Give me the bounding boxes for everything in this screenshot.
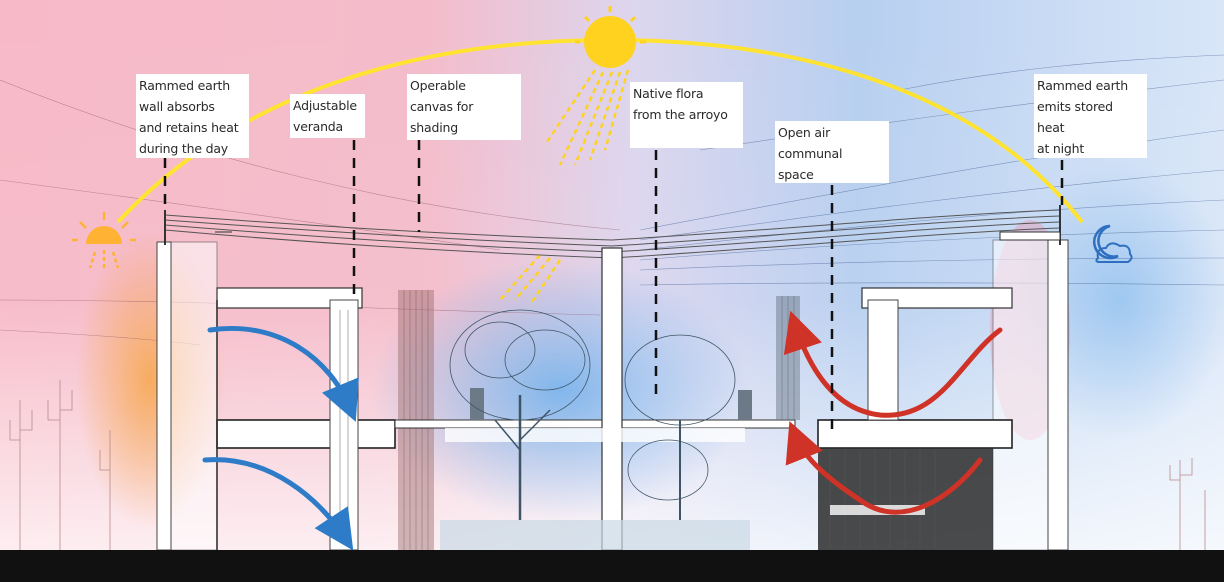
ground-band [0,550,1224,582]
label-open-air-communal: Open air communal space [775,121,889,183]
label-native-flora: Native flora from the arroyo [630,82,743,148]
right-mesh-screen [776,296,800,420]
label-rammed-earth-absorbs: Rammed earth wall absorbs and retains he… [136,74,249,158]
label-operable-canvas: Operable canvas for shading [407,74,521,140]
label-adjustable-veranda: Adjustable veranda [290,94,365,138]
label-rammed-earth-emits: Rammed earth emits stored heat at night [1034,74,1147,158]
